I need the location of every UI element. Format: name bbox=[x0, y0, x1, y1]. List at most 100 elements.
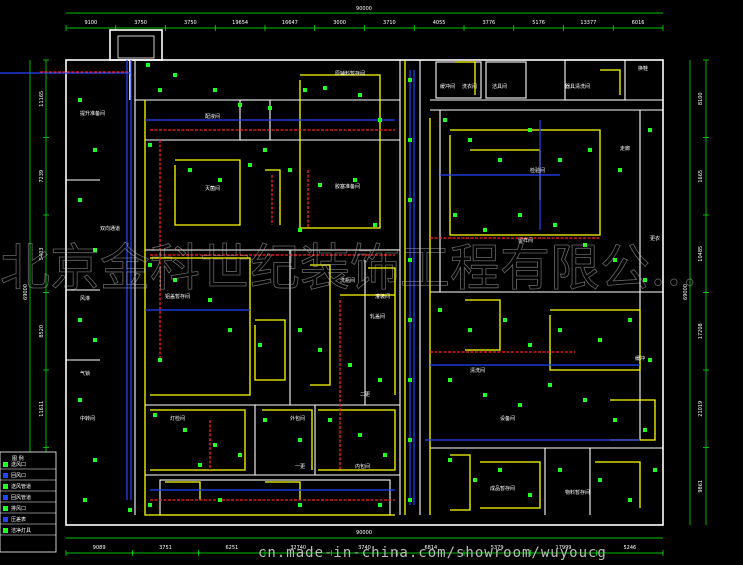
dimension-label: 5403 bbox=[39, 247, 45, 260]
air-outlet bbox=[378, 118, 382, 122]
air-outlet bbox=[518, 403, 522, 407]
room-label: 灭菌间 bbox=[205, 185, 220, 192]
dimension-label: 8100 bbox=[698, 92, 704, 105]
dimension-total-bottom: 90000 bbox=[356, 530, 372, 536]
air-outlet bbox=[353, 178, 357, 182]
room-label: 气锁 bbox=[80, 370, 90, 377]
air-outlet bbox=[258, 343, 262, 347]
air-outlet bbox=[558, 468, 562, 472]
air-outlet bbox=[298, 503, 302, 507]
room-label: 轧盖间 bbox=[370, 313, 385, 320]
air-outlet bbox=[528, 128, 532, 132]
air-outlet bbox=[263, 148, 267, 152]
dimension-label: 16647 bbox=[282, 20, 298, 26]
dimension-label: 6016 bbox=[632, 20, 645, 26]
air-outlet bbox=[248, 163, 252, 167]
air-outlet bbox=[328, 418, 332, 422]
dimension-label: 1665 bbox=[698, 170, 704, 183]
air-outlet bbox=[613, 418, 617, 422]
dimension-label: 3750 bbox=[134, 20, 147, 26]
return-air-ducts bbox=[0, 60, 640, 505]
room-labels: 提升准备间双向通道原辅料暂存间配液间灭菌间胶塞准备间铝盖暂存间洗瓶间灌装间轧盖间… bbox=[80, 65, 660, 496]
dimension-total-right: 69000 bbox=[683, 284, 689, 300]
room-label: 缓冲间 bbox=[440, 83, 455, 90]
dimension-label: 9100 bbox=[85, 20, 98, 26]
air-outlet bbox=[448, 458, 452, 462]
air-outlet bbox=[468, 138, 472, 142]
air-outlet bbox=[238, 453, 242, 457]
air-outlet bbox=[148, 503, 152, 507]
room-label: 洗瓶间 bbox=[340, 277, 355, 284]
dimension-label: 32740 bbox=[290, 545, 306, 551]
air-outlet bbox=[498, 158, 502, 162]
dimension-label: 3710 bbox=[383, 20, 396, 26]
air-outlet bbox=[238, 103, 242, 107]
air-outlet bbox=[483, 228, 487, 232]
dimension-label: 17208 bbox=[698, 323, 704, 339]
room-label: 灯检间 bbox=[170, 415, 185, 422]
dimension-total-top: 90000 bbox=[356, 6, 372, 12]
legend-item: 排风口 bbox=[11, 505, 26, 512]
air-outlet bbox=[298, 328, 302, 332]
air-outlet bbox=[438, 308, 442, 312]
air-outlet bbox=[173, 278, 177, 282]
air-outlet bbox=[518, 213, 522, 217]
air-outlets bbox=[78, 63, 657, 512]
site-watermark: cn.made-in-china.com/showroom/wuyoucg bbox=[258, 545, 607, 561]
air-outlet bbox=[383, 453, 387, 457]
legend-item: 送风管道 bbox=[11, 483, 31, 490]
dimension-label: 9861 bbox=[698, 480, 704, 493]
air-outlet bbox=[558, 328, 562, 332]
legend-item: 送风口 bbox=[11, 461, 26, 468]
air-outlet bbox=[583, 243, 587, 247]
air-outlet bbox=[468, 328, 472, 332]
air-outlet bbox=[93, 458, 97, 462]
air-outlet bbox=[128, 508, 132, 512]
air-outlet bbox=[648, 128, 652, 132]
air-outlet bbox=[318, 348, 322, 352]
air-outlet bbox=[183, 428, 187, 432]
air-outlet bbox=[598, 478, 602, 482]
air-outlet bbox=[408, 258, 412, 262]
dimension-label: 8520 bbox=[39, 325, 45, 338]
air-outlet bbox=[408, 498, 412, 502]
air-outlet bbox=[628, 498, 632, 502]
air-outlet bbox=[173, 73, 177, 77]
air-outlet bbox=[146, 63, 150, 67]
dimension-label: 9089 bbox=[93, 545, 106, 551]
room-label: 成品暂存间 bbox=[490, 485, 515, 492]
air-outlet bbox=[348, 363, 352, 367]
dimension-label: 6814 bbox=[424, 545, 437, 551]
dimension-label: 17999 bbox=[556, 545, 572, 551]
room-label: 一更 bbox=[295, 464, 305, 470]
air-outlet bbox=[498, 468, 502, 472]
air-outlet bbox=[198, 463, 202, 467]
air-outlet bbox=[483, 393, 487, 397]
air-outlet bbox=[443, 118, 447, 122]
air-outlet bbox=[218, 498, 222, 502]
room-label: 中转间 bbox=[80, 415, 95, 422]
air-outlet bbox=[148, 263, 152, 267]
dimension-label: 3751 bbox=[159, 545, 172, 551]
air-outlet bbox=[148, 143, 152, 147]
room-label: 走廊 bbox=[620, 145, 630, 152]
air-outlet bbox=[408, 378, 412, 382]
air-outlet bbox=[228, 328, 232, 332]
room-label: 灌装间 bbox=[375, 293, 390, 300]
dimension-label: 3750 bbox=[184, 20, 197, 26]
dimension-label: 10485 bbox=[698, 246, 704, 262]
dimension-label: 5379 bbox=[491, 545, 504, 551]
air-outlet bbox=[303, 88, 307, 92]
air-outlet bbox=[358, 93, 362, 97]
dimension-label: 11611 bbox=[39, 401, 45, 417]
room-label: 原辅料暂存间 bbox=[335, 70, 365, 77]
room-label: 配液间 bbox=[205, 113, 220, 120]
air-outlet bbox=[583, 398, 587, 402]
room-label: 更衣 bbox=[650, 235, 660, 242]
air-outlet bbox=[188, 168, 192, 172]
dimension-total-left: 69000 bbox=[23, 284, 29, 300]
air-outlet bbox=[408, 318, 412, 322]
air-outlet bbox=[618, 168, 622, 172]
air-outlet bbox=[358, 433, 362, 437]
